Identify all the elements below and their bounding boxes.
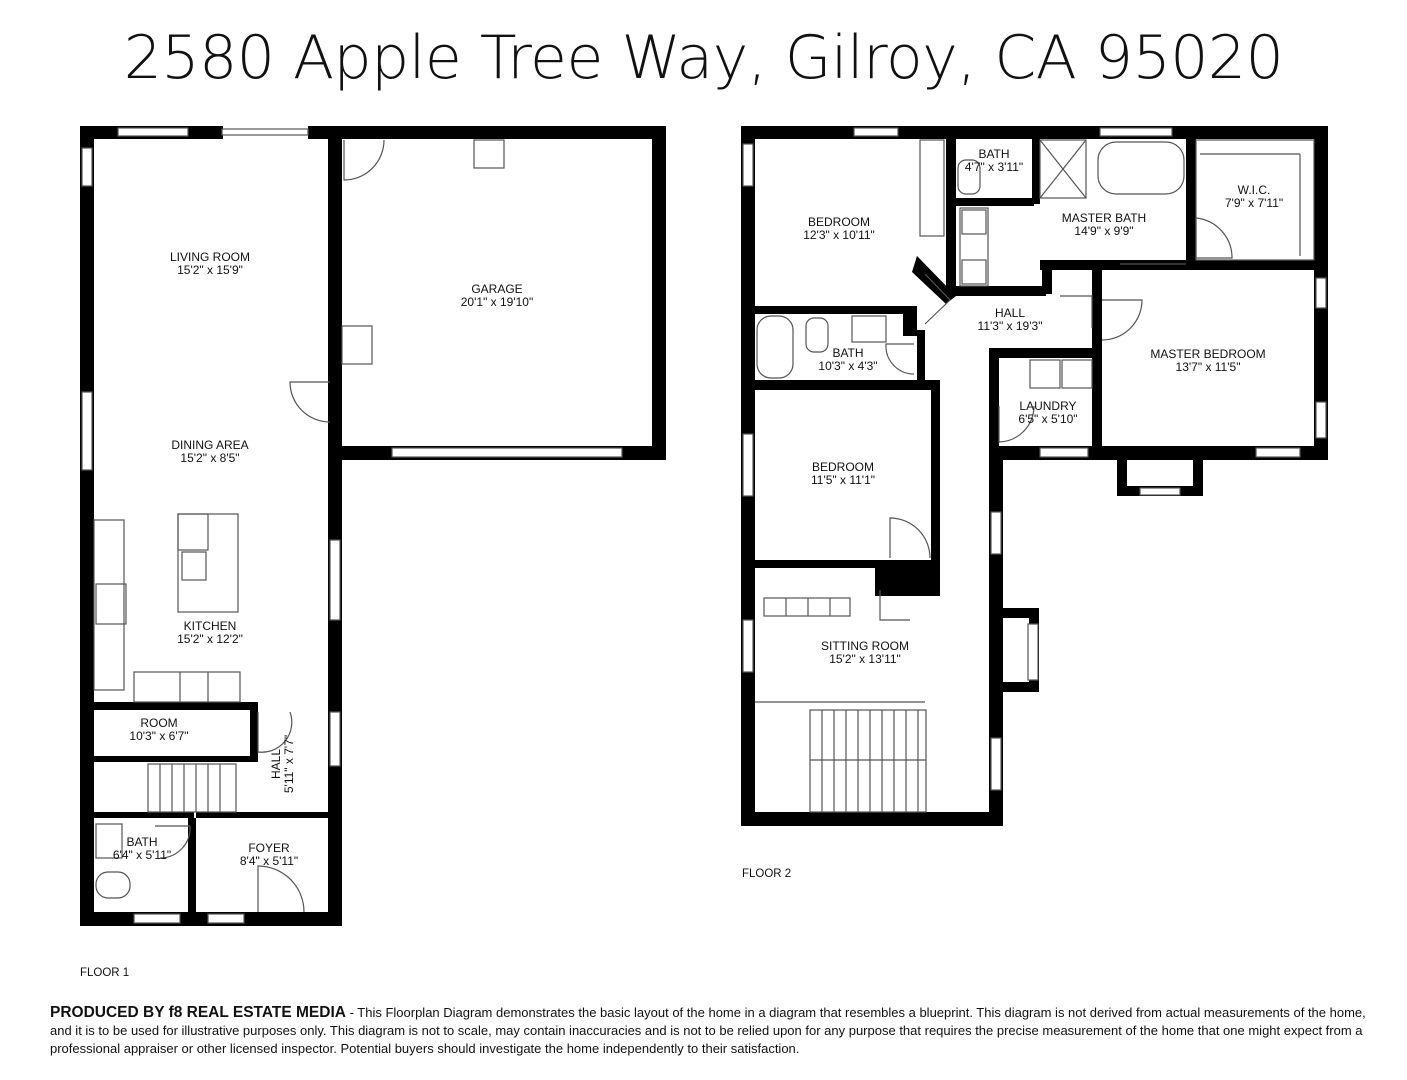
room-name: BATH [978,147,1009,161]
room-dims: 15'2" x 12'2" [177,632,243,646]
floor-1-label: FLOOR 1 [80,967,129,979]
room-dims: 10'3" x 6'7" [129,729,188,743]
room-name: KITCHEN [184,619,237,633]
room-name: BEDROOM [808,215,870,229]
room-name: BEDROOM [812,460,874,474]
floor-1-details [81,127,623,924]
room-dims: 4'7" x 3'11" [965,160,1023,174]
room-dims: 5'11" x 7'7" [282,735,296,793]
floor-1-room-labels: LIVING ROOM 15'2" x 15'9" GARAGE 20'1" x… [113,250,533,868]
floor-1-plan [80,126,666,926]
room-name: HALL [995,306,1025,320]
room-dims: 14'9" x 9'9" [1074,224,1133,238]
room-name: W.I.C. [1238,183,1271,197]
room-dims: 10'3" x 4'3" [818,359,877,373]
room-name: BATH [832,346,863,360]
room-name: SITTING ROOM [821,639,909,653]
room-dims: 7'9" x 7'11" [1225,196,1283,210]
room-name: LIVING ROOM [170,250,250,264]
page-title: 2580 Apple Tree Way, Gilroy, CA 95020 [123,23,1284,93]
floor-2-room-labels: BATH 4'7" x 3'11" BEDROOM 12'3" x 10'11"… [803,147,1283,666]
room-name: LAUNDRY [1019,399,1076,413]
room-name: DINING AREA [171,438,248,452]
room-name: HALL [269,749,283,779]
room-dims: 15'2" x 15'9" [177,263,243,277]
room-name: GARAGE [471,282,522,296]
room-name: MASTER BEDROOM [1150,347,1265,361]
room-name: FOYER [248,841,290,855]
disclaimer: PRODUCED BY f8 REAL ESTATE MEDIA - This … [50,1004,1380,1058]
room-dims: 6'4" x 5'11" [113,848,171,862]
room-dims: 15'2" x 13'11" [829,652,901,666]
room-dims: 11'3" x 19'3" [978,319,1043,333]
room-name: MASTER BATH [1062,211,1146,225]
room-name: BATH [126,835,157,849]
room-dims: 11'5" x 11'1" [811,473,875,487]
room-dims: 15'2" x 8'5" [180,451,239,465]
disclaimer-producer: PRODUCED BY f8 REAL ESTATE MEDIA [50,1004,346,1021]
room-name: ROOM [140,716,177,730]
floor-2-details [742,127,1327,813]
room-dims: 12'3" x 10'11" [803,228,875,242]
floor-2-label: FLOOR 2 [742,868,791,880]
room-dims: 13'7" x 11'5" [1176,360,1241,374]
room-dims: 6'5" x 5'10" [1018,412,1077,426]
disclaimer-text: - This Floorplan Diagram demonstrates th… [50,1005,1366,1056]
room-dims: 8'4" x 5'11" [240,854,298,868]
room-dims: 20'1" x 19'10" [461,295,534,309]
